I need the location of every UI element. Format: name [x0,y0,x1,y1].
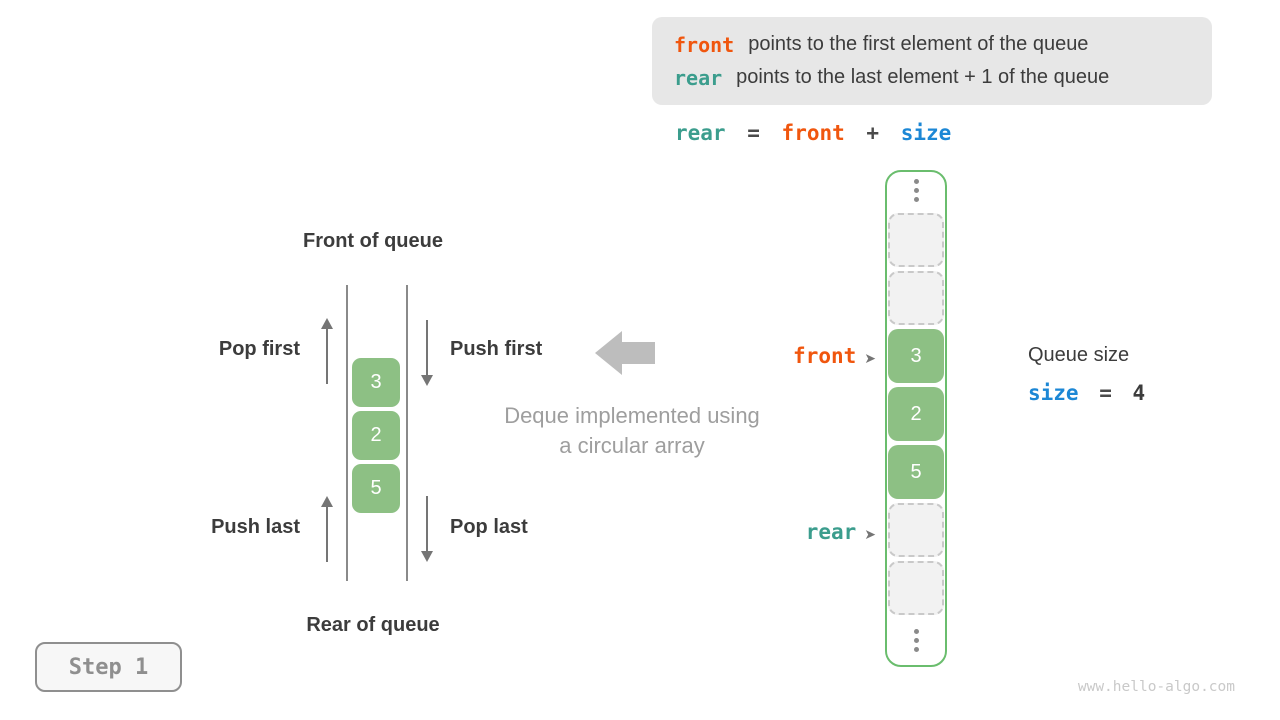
formula-equals: = [747,121,760,145]
caption-line2: a circular array [559,433,705,458]
arrow-up-icon [318,318,336,384]
deque-wall-left [346,285,348,581]
formula-plus: + [866,121,880,145]
array-cell-value: 2 [888,387,944,441]
array-cell-empty [888,561,944,615]
rear-pointer: rear ➤ [700,519,876,548]
array-cell-empty [888,213,944,267]
deque-wall-right [406,285,408,581]
legend-box: front points to the first element of the… [652,17,1212,105]
pointer-arrow-icon: ➤ [864,351,876,367]
front-of-queue-label: Front of queue [303,230,443,252]
rear-of-queue-label: Rear of queue [306,614,440,636]
legend-line-front: front points to the first element of the… [674,28,1212,61]
watermark: www.hello-algo.com [1077,679,1235,695]
ellipsis-top-icon [914,179,919,206]
pop-first-label: Pop first [218,338,300,360]
array-cell-value: 5 [888,445,944,499]
arrow-up-icon [318,496,336,562]
deque-cell: 5 [352,464,400,513]
queue-size-formula: size = 4 [1028,381,1153,405]
step-badge: Step 1 [35,642,182,692]
push-first-label: Push first [450,338,543,360]
front-pointer: front ➤ [700,343,876,372]
step-label: Step 1 [68,654,149,680]
size-value: 4 [1132,381,1146,405]
front-pointer-label: front [793,344,857,368]
legend-text-front: points to the first element of the queue [748,33,1089,55]
rear-formula: rear = front + size [675,121,960,145]
caption-line1: Deque implemented using [504,403,760,428]
arrow-down-icon [418,496,436,562]
legend-line-rear: rear points to the last element + 1 of t… [674,61,1212,94]
pop-last-label: Pop last [450,516,528,538]
caption: Deque implemented using a circular array [492,401,772,461]
formula-rear: rear [675,121,726,145]
pointer-arrow-icon: ➤ [864,527,876,543]
front-keyword: front [674,32,735,57]
deque-cell: 3 [352,358,400,407]
size-keyword: size [1028,381,1079,405]
rear-keyword: rear [674,65,723,90]
formula-size: size [900,121,952,145]
array-cell-value: 3 [888,329,944,383]
array-cell-empty [888,503,944,557]
size-equals: = [1099,381,1112,405]
array-cell-empty [888,271,944,325]
deque-cell: 2 [352,411,400,460]
legend-text-rear: points to the last element + 1 of the qu… [736,66,1110,88]
ellipsis-bottom-icon [914,629,919,656]
big-left-arrow-icon [595,331,655,375]
rear-pointer-label: rear [805,520,857,544]
arrow-down-icon [418,320,436,386]
formula-front: front [781,121,845,145]
queue-size-title: Queue size [1028,344,1130,366]
push-last-label: Push last [211,516,300,538]
